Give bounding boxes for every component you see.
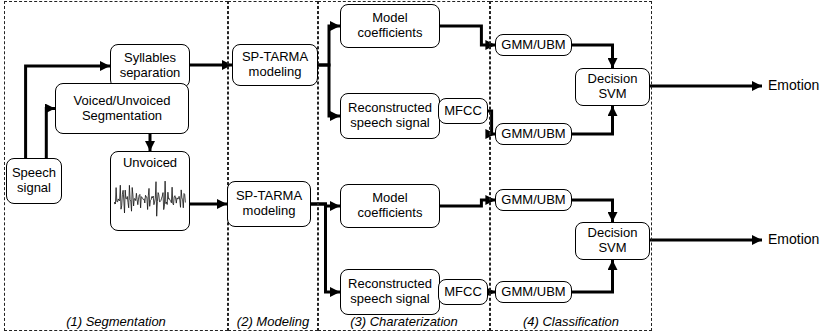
box-label: SP-TARMA modeling [228, 189, 310, 219]
flow-arrow [311, 204, 340, 292]
process-box: MFCC [438, 98, 488, 124]
box-label: Reconstructed speech signal [341, 101, 439, 131]
process-box: GMM/UBM [495, 123, 571, 145]
process-box: Decision SVM [575, 68, 650, 106]
process-box: Syllables separation [110, 44, 190, 88]
box-label: Reconstructed speech signal [341, 277, 439, 307]
box-label: Model coefficients [341, 191, 439, 221]
process-box: Model coefficients [340, 4, 440, 48]
output-label: Emotion [768, 231, 819, 247]
box-label: Decision SVM [576, 226, 649, 256]
flow-arrow [572, 106, 613, 134]
flow-arrow [572, 45, 613, 68]
box-label: Model coefficients [341, 11, 439, 41]
process-box: Reconstructed speech signal [340, 93, 440, 139]
box-label: Syllables separation [111, 51, 189, 81]
flow-arrow [488, 291, 496, 294]
stage-caption: (4) Classification [491, 314, 651, 329]
box-label: Voiced/Unvoiced Segmentation [56, 94, 188, 124]
flow-arrow [46, 109, 55, 159]
process-box: GMM/UBM [495, 189, 571, 211]
process-box: Speech signal [6, 158, 62, 204]
characterization-panel: (3) CharaterizationModel coefficientsRec… [318, 1, 490, 331]
flow-arrow [440, 26, 495, 45]
box-label: MFCC [442, 104, 484, 119]
flow-arrow [318, 65, 340, 116]
output-label: Emotion [768, 77, 819, 93]
unvoiced-box: Unvoiced [110, 151, 190, 231]
stage-caption: (2) Modeling [229, 314, 317, 329]
process-box: GMM/UBM [495, 281, 571, 303]
flow-arrow [318, 26, 340, 65]
box-label: Unvoiced [121, 156, 179, 171]
box-label: SP-TARMA modeling [233, 50, 317, 80]
process-box: Reconstructed speech signal [340, 269, 440, 315]
process-box: SP-TARMA modeling [232, 44, 318, 86]
output-arrow [646, 239, 762, 242]
classification-panel: (4) Classification GMM/UBM GMM/UBM Decision… [490, 1, 652, 331]
process-box: Model coefficients [340, 184, 440, 228]
flow-arrow [572, 260, 613, 292]
flow-arrow [440, 200, 495, 206]
modeling-panel: (2) ModelingSP-TARMA modelingSP-TARMA mo… [228, 1, 318, 331]
box-label: MFCC [442, 285, 484, 300]
box-label: GMM/UBM [499, 193, 567, 208]
segmentation-panel: (1) Segmentation Speech signal Syllables s… [4, 1, 228, 331]
stage-caption: (1) Segmentation [5, 314, 227, 329]
box-label: GMM/UBM [499, 127, 567, 142]
flow-arrow [572, 200, 613, 222]
stage-caption: (3) Charaterization [319, 314, 489, 329]
flow-arrow [190, 203, 227, 206]
flow-arrow [149, 134, 152, 151]
process-box: MFCC [438, 279, 488, 305]
output-arrow [646, 85, 762, 88]
box-label: Speech signal [7, 166, 61, 196]
process-box: SP-TARMA modeling [227, 181, 311, 227]
flow-arrow [488, 111, 496, 134]
waveform [114, 175, 186, 223]
process-box: GMM/UBM [495, 34, 571, 56]
process-box: Voiced/Unvoiced Segmentation [55, 83, 189, 134]
process-box: Decision SVM [575, 222, 650, 260]
box-label: GMM/UBM [499, 285, 567, 300]
flow-arrow [190, 64, 232, 67]
box-label: GMM/UBM [499, 38, 567, 53]
box-label: Decision SVM [576, 72, 649, 102]
